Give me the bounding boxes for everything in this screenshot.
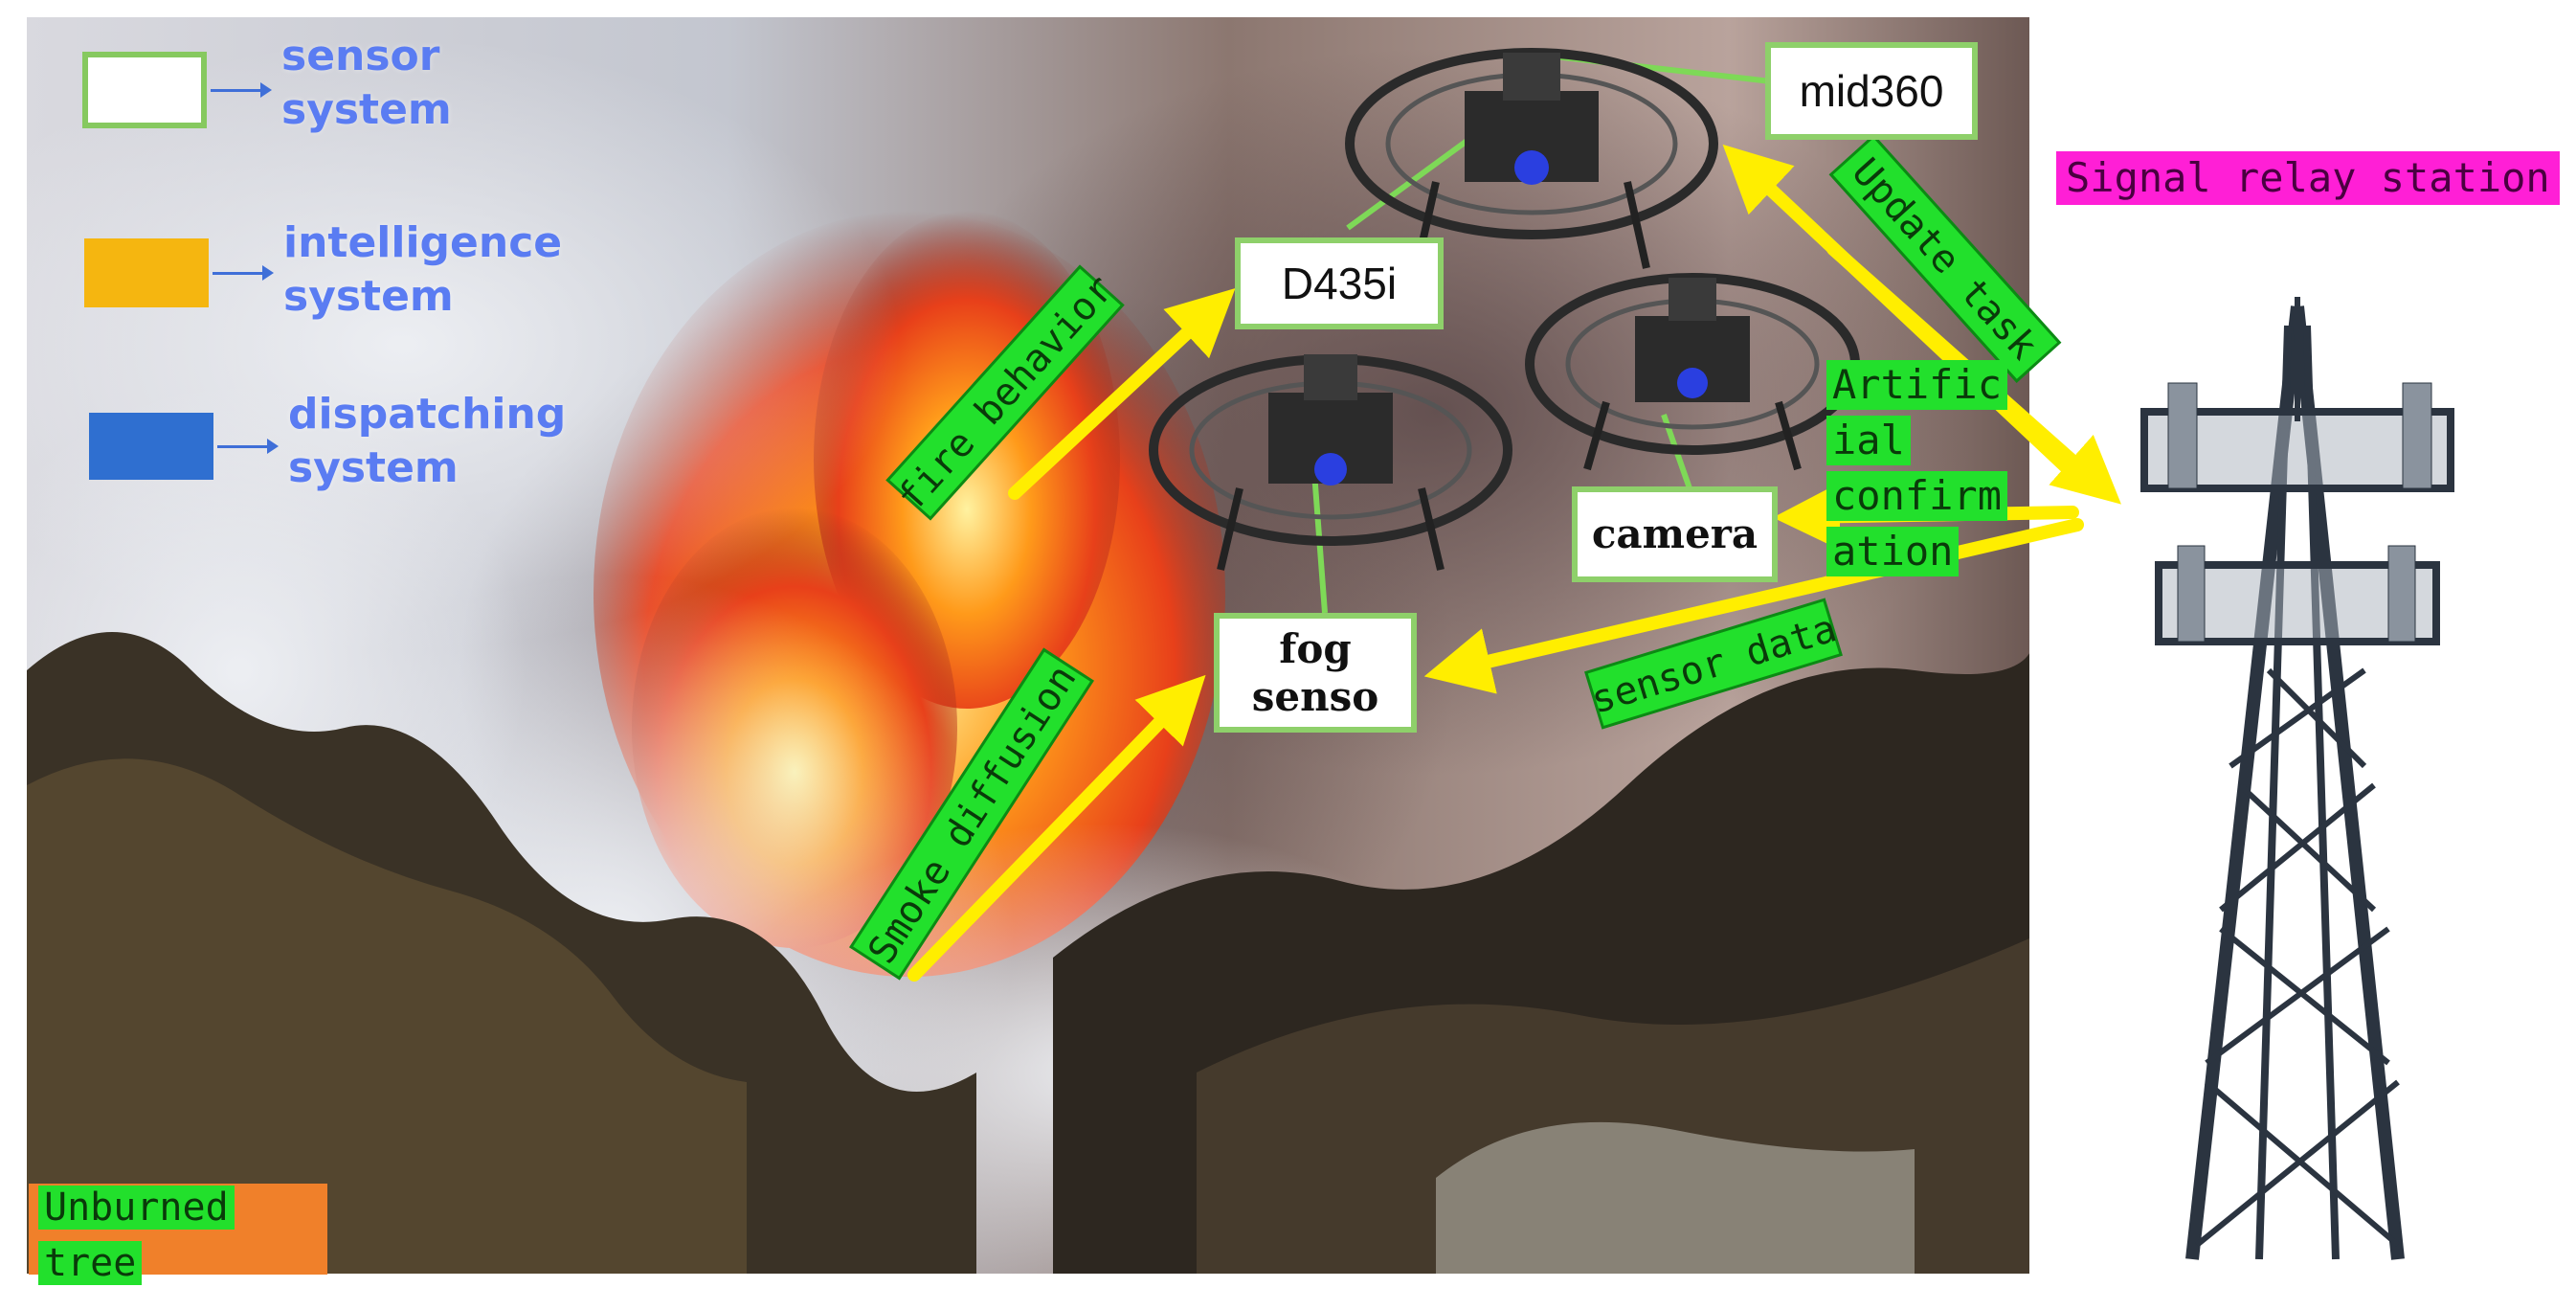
legend-sensor-system: sensor system	[82, 32, 452, 137]
legend-swatch-intelligence	[84, 238, 209, 307]
legend-dispatching-system: dispatching system	[89, 390, 566, 495]
legend-swatch-dispatching	[89, 413, 213, 480]
signal-relay-station-label: Signal relay station	[2056, 151, 2560, 205]
sensor-label-camera: camera	[1572, 486, 1778, 582]
unburned-tree-label-2: tree	[38, 1241, 143, 1285]
sensor-label-d435i: D435i	[1235, 237, 1444, 329]
forest-fire-photo	[27, 17, 2029, 1274]
tag-artificial-confirmation-2: ial	[1826, 416, 1911, 465]
legend-label-sensor: sensor system	[281, 32, 452, 134]
tag-artificial-confirmation-3: confirm	[1826, 471, 2008, 521]
arrow-sensor-data	[1423, 518, 2084, 694]
legend-label-intelligence: intelligence system	[283, 218, 563, 321]
legend-arrow-icon	[213, 264, 274, 281]
tag-artificial-confirmation-4: ation	[1826, 527, 1960, 576]
arrow-smoke-diffusion	[907, 674, 1206, 982]
sensor-label-mid360: mid360	[1765, 42, 1978, 140]
tag-artificial-confirmation-1: Artific	[1826, 360, 2008, 410]
legend-intelligence-system: intelligence system	[84, 218, 562, 324]
legend-arrow-icon	[211, 81, 272, 98]
legend-label-dispatching: dispatching system	[288, 390, 567, 492]
arrow-fire-behavior	[1008, 287, 1236, 500]
legend-arrow-icon	[217, 438, 279, 454]
drone-top	[1345, 48, 1718, 269]
sensor-label-fog: fog senso	[1214, 613, 1417, 733]
unburned-tree-label-1: Unburned	[38, 1186, 235, 1230]
legend-swatch-sensor	[82, 52, 207, 128]
signal-relay-tower	[2140, 297, 2454, 1260]
drone-left	[1149, 354, 1512, 571]
